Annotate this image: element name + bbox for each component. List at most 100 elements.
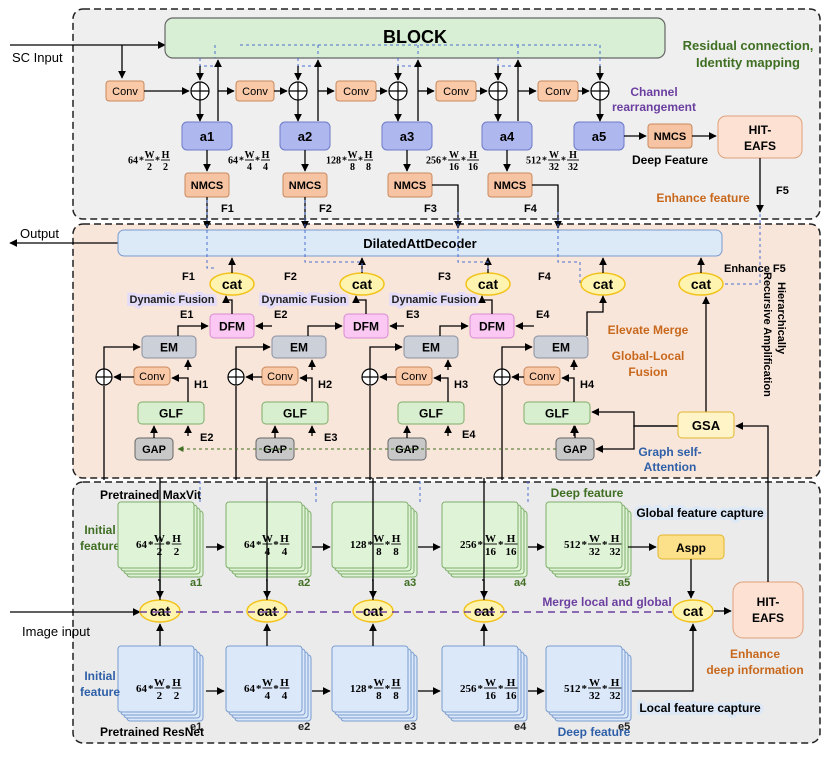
deep-feature-blue: Deep feature bbox=[558, 725, 631, 739]
svg-text:Aspp: Aspp bbox=[676, 541, 706, 555]
svg-text:a3: a3 bbox=[404, 577, 416, 589]
f-top-2: F2 bbox=[319, 203, 332, 215]
dim-top-5: 512*W32*H32 bbox=[526, 150, 579, 173]
svg-text:8: 8 bbox=[393, 546, 399, 558]
svg-text:cat: cat bbox=[474, 603, 495, 619]
svg-text:4: 4 bbox=[247, 162, 252, 173]
e-label-1: E1 bbox=[180, 309, 193, 321]
svg-text:W: W bbox=[348, 150, 358, 161]
resnet-stage-1-dim: 64*W2*H2 bbox=[136, 677, 182, 702]
svg-text:W: W bbox=[485, 533, 496, 545]
svg-text:*: * bbox=[478, 539, 484, 551]
svg-text:W: W bbox=[485, 677, 496, 689]
svg-text:cat: cat bbox=[352, 276, 373, 292]
svg-text:GAP: GAP bbox=[395, 444, 419, 456]
svg-text:*: * bbox=[385, 539, 391, 551]
decoder-box: DilatedAttDecoder bbox=[117, 229, 723, 257]
svg-text:GAP: GAP bbox=[142, 444, 166, 456]
svg-text:*: * bbox=[498, 539, 504, 551]
svg-text:32: 32 bbox=[568, 162, 578, 173]
svg-text:H: H bbox=[262, 150, 270, 161]
cat-mid-1: cat bbox=[209, 272, 255, 296]
svg-text:8: 8 bbox=[366, 162, 371, 173]
svg-text:H: H bbox=[507, 533, 516, 545]
svg-text:Conv: Conv bbox=[139, 371, 165, 383]
node-a2: a2 bbox=[279, 121, 331, 151]
svg-text:*: * bbox=[273, 539, 279, 551]
svg-text:*: * bbox=[239, 156, 244, 167]
hier-label-1: Hierarchically bbox=[775, 282, 787, 355]
gsa-box: GSA bbox=[677, 411, 735, 439]
aspp-box: Aspp bbox=[657, 534, 725, 560]
svg-text:DFM: DFM bbox=[479, 319, 505, 333]
deep-feature-green: Deep feature bbox=[551, 486, 624, 500]
svg-text:*: * bbox=[385, 683, 391, 695]
svg-text:16: 16 bbox=[506, 690, 518, 702]
svg-text:*: * bbox=[542, 156, 547, 167]
nmcs-1: NMCS bbox=[184, 172, 230, 198]
svg-text:cat: cat bbox=[478, 276, 499, 292]
svg-text:32: 32 bbox=[610, 690, 622, 702]
em-2: EM bbox=[271, 335, 327, 359]
svg-text:EM: EM bbox=[552, 340, 570, 354]
svg-text:16: 16 bbox=[506, 546, 518, 558]
svg-text:16: 16 bbox=[468, 162, 478, 173]
svg-text:Conv: Conv bbox=[242, 86, 268, 98]
cat-bottom-3: cat bbox=[352, 599, 394, 623]
dynamic-fusion-3: Dynamic Fusion bbox=[392, 294, 477, 306]
svg-text:H: H bbox=[611, 677, 620, 689]
svg-text:cat: cat bbox=[593, 276, 614, 292]
global-local-label-2: Fusion bbox=[628, 365, 667, 379]
svg-text:W: W bbox=[245, 150, 255, 161]
svg-text:H: H bbox=[280, 533, 289, 545]
svg-text:W: W bbox=[549, 150, 559, 161]
maxvit-stage-5-dim: 512*W32*H32 bbox=[564, 533, 622, 558]
svg-text:H: H bbox=[507, 677, 516, 689]
svg-text:H: H bbox=[162, 150, 170, 161]
svg-text:*: * bbox=[582, 683, 588, 695]
svg-text:*: * bbox=[165, 539, 171, 551]
enhance-deep-2: deep information bbox=[706, 663, 803, 677]
channel-label-2: rearrangement bbox=[612, 100, 696, 114]
svg-text:16: 16 bbox=[449, 162, 459, 173]
f4-mid-label: F4 bbox=[538, 271, 552, 283]
initial-feature-top-1: Initial bbox=[84, 523, 115, 537]
channel-label-1: Channel bbox=[630, 85, 677, 99]
svg-text:*: * bbox=[368, 539, 374, 551]
dfm-3: DFM bbox=[469, 313, 515, 339]
nmcs-2: NMCS bbox=[282, 172, 328, 198]
plus-mid-3 bbox=[361, 368, 379, 386]
svg-text:a2: a2 bbox=[298, 129, 312, 144]
svg-text:16: 16 bbox=[485, 690, 497, 702]
h-label-3: H3 bbox=[454, 379, 468, 391]
f-top-3: F3 bbox=[424, 203, 437, 215]
cat-bottom-4: cat bbox=[463, 599, 505, 623]
svg-text:8: 8 bbox=[376, 690, 382, 702]
h-label-2: H2 bbox=[318, 379, 332, 391]
node-a3: a3 bbox=[381, 121, 433, 151]
svg-text:4: 4 bbox=[282, 546, 288, 558]
residual-label-1: Residual connection, bbox=[683, 38, 814, 53]
svg-text:cat: cat bbox=[222, 276, 243, 292]
cat-bottom-1: cat bbox=[139, 599, 181, 623]
e-in-label-2: E3 bbox=[324, 432, 337, 444]
svg-text:32: 32 bbox=[549, 162, 559, 173]
dfm-2: DFM bbox=[343, 313, 389, 339]
svg-text:HIT-: HIT- bbox=[757, 595, 780, 609]
svg-text:*: * bbox=[561, 156, 566, 167]
plus-mid-2 bbox=[227, 368, 245, 386]
glf-2: GLF bbox=[261, 401, 329, 425]
svg-text:2: 2 bbox=[174, 690, 180, 702]
conv-mid-1: Conv bbox=[133, 366, 171, 386]
svg-text:a1: a1 bbox=[200, 129, 214, 144]
em-1: EM bbox=[141, 335, 197, 359]
svg-text:Conv: Conv bbox=[112, 86, 138, 98]
initial-feature-top-2: feature bbox=[80, 539, 120, 553]
svg-text:GLF: GLF bbox=[545, 406, 569, 420]
initial-feature-bot-2: feature bbox=[80, 685, 120, 699]
svg-text:GAP: GAP bbox=[563, 444, 587, 456]
svg-text:a3: a3 bbox=[400, 129, 414, 144]
